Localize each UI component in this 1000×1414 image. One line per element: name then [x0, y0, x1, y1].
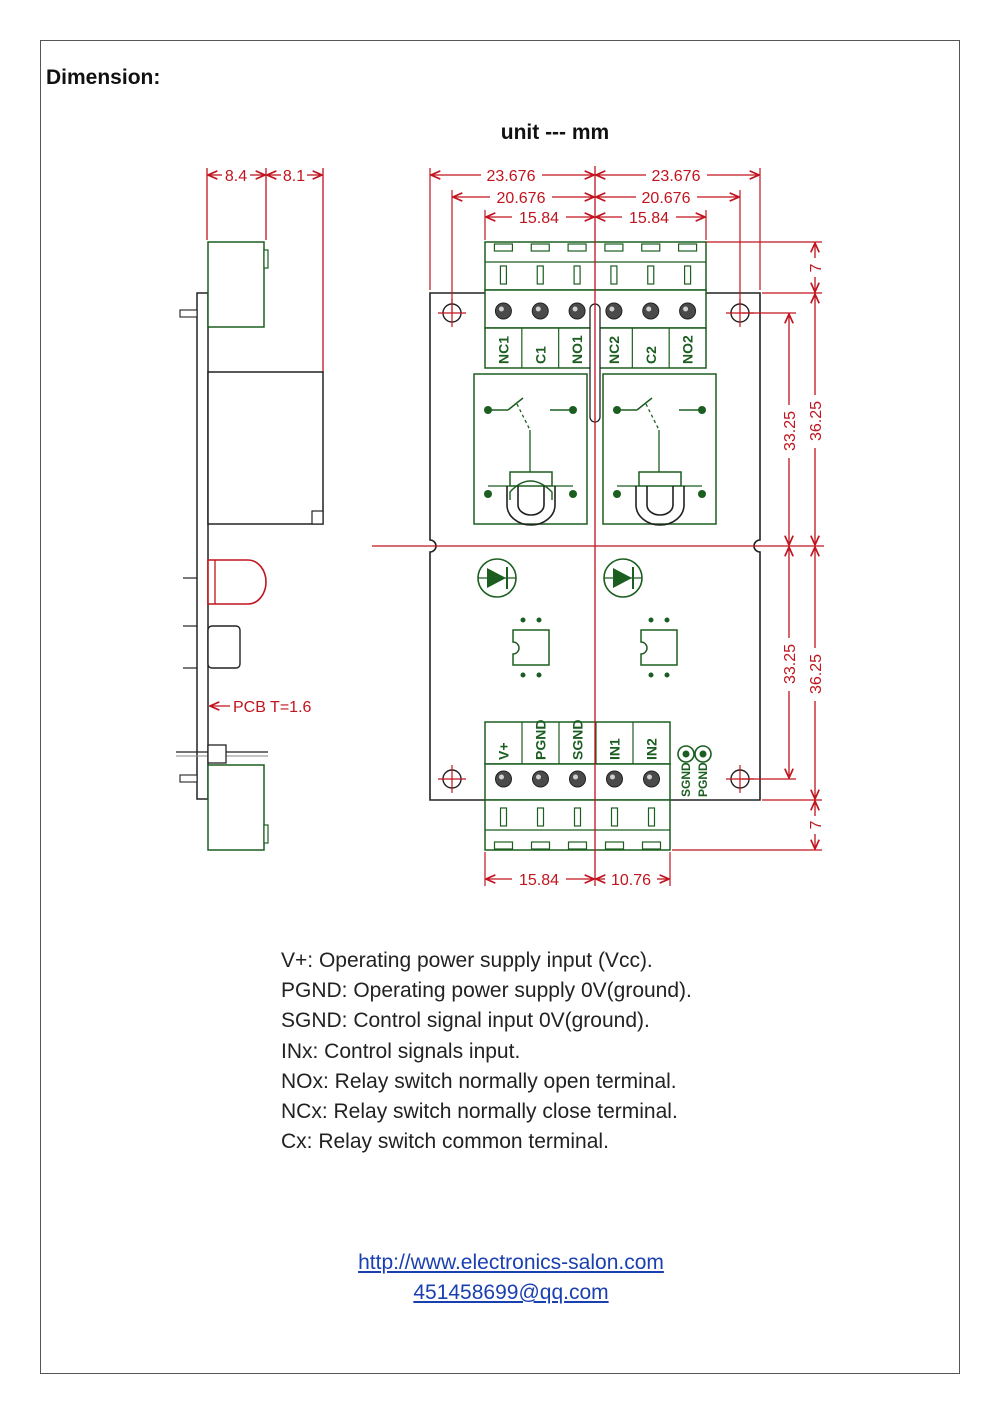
- led-2: [603, 558, 643, 598]
- jumper-header: SGND PGND: [677, 745, 712, 797]
- terminal-screw: [494, 302, 512, 320]
- legend-line: INx: Control signals input.: [281, 1039, 521, 1063]
- output-terminal-label: C2: [643, 346, 659, 364]
- side-led: [207, 559, 267, 605]
- input-terminal-label: V+: [496, 742, 512, 760]
- unit-label: unit --- mm: [501, 121, 609, 144]
- terminal-screw: [531, 302, 549, 320]
- dim-bottom-margin: 7: [808, 820, 825, 829]
- terminal-screw: [568, 302, 586, 320]
- dim-height-outer-top: 36.25: [808, 401, 825, 441]
- side-top-terminal: [207, 241, 265, 328]
- dim-width-mid-left: 20.676: [497, 190, 546, 207]
- dim-width-outer-left: 23.676: [487, 168, 536, 185]
- terminal-screw: [642, 302, 660, 320]
- terminal-screw: [495, 770, 512, 788]
- dim-height-outer-bottom: 36.25: [808, 654, 825, 694]
- output-terminal-label: NC1: [495, 336, 511, 364]
- input-terminal-label: IN1: [607, 738, 623, 760]
- page-heading: Dimension:: [46, 66, 161, 89]
- optocoupler-2: [640, 617, 678, 678]
- dim-width-inner-right: 15.84: [629, 210, 669, 227]
- output-terminal-label: NO1: [569, 335, 585, 364]
- contact-links: http://www.electronics-salon.com 4514586…: [0, 1248, 1000, 1308]
- side-ic: [207, 625, 241, 669]
- terminal-screw: [605, 302, 623, 320]
- dim-width-outer-right: 23.676: [652, 168, 701, 185]
- output-terminal-label: C1: [532, 346, 548, 364]
- output-terminal-label: NO2: [680, 335, 696, 364]
- dim-side-8-4: 8.4: [225, 168, 247, 185]
- jumper-label-sgnd: SGND: [679, 762, 693, 797]
- led-1: [477, 558, 517, 598]
- relay-2: [602, 373, 717, 526]
- dim-side-8-1: 8.1: [283, 168, 305, 185]
- terminal-screw: [532, 770, 549, 788]
- terminal-screw: [569, 770, 586, 788]
- legend-line: NOx: Relay switch normally open terminal…: [281, 1069, 677, 1093]
- side-relay-body: [207, 371, 324, 525]
- output-terminal-label: NC2: [606, 336, 622, 364]
- dim-bottom-left: 15.84: [519, 872, 559, 889]
- dim-height-inner-top: 33.25: [782, 411, 799, 451]
- input-terminal-label: SGND: [570, 720, 586, 760]
- input-terminal-label: IN2: [644, 738, 660, 760]
- dim-top-margin: 7: [808, 263, 825, 272]
- legend-line: SGND: Control signal input 0V(ground).: [281, 1009, 650, 1033]
- side-view: 8.4 8.1 PCB T=1.6: [176, 168, 324, 851]
- terminal-screw: [679, 302, 697, 320]
- side-pcb: [196, 292, 209, 800]
- terminal-screw: [606, 770, 623, 788]
- top-view: NC1 C1 NO1 NC2 C2 NO2: [372, 166, 825, 889]
- dim-width-mid-right: 20.676: [642, 190, 691, 207]
- website-link[interactable]: http://www.electronics-salon.com: [358, 1251, 664, 1274]
- dim-bottom-right: 10.76: [611, 872, 651, 889]
- input-terminal-label: PGND: [533, 720, 549, 760]
- page-frame: [40, 40, 960, 1374]
- legend-line: V+: Operating power supply input (Vcc).: [281, 949, 653, 972]
- legend-line: PGND: Operating power supply 0V(ground).: [281, 979, 692, 1003]
- terminal-screw: [643, 770, 660, 788]
- pin-legend: V+: Operating power supply input (Vcc). …: [281, 946, 692, 1157]
- relay-1: [473, 373, 588, 526]
- legend-line: Cx: Relay switch common terminal.: [281, 1130, 609, 1154]
- dim-height-inner-bottom: 33.25: [782, 644, 799, 684]
- dim-width-inner-left: 15.84: [519, 210, 559, 227]
- legend-line: NCx: Relay switch normally close termina…: [281, 1100, 678, 1124]
- optocoupler-1: [512, 617, 550, 678]
- email-link[interactable]: 451458699@qq.com: [413, 1281, 609, 1304]
- pcb-thickness-label: PCB T=1.6: [233, 699, 312, 716]
- side-bottom-terminal: [207, 764, 265, 851]
- jumper-label-pgnd: PGND: [696, 762, 710, 797]
